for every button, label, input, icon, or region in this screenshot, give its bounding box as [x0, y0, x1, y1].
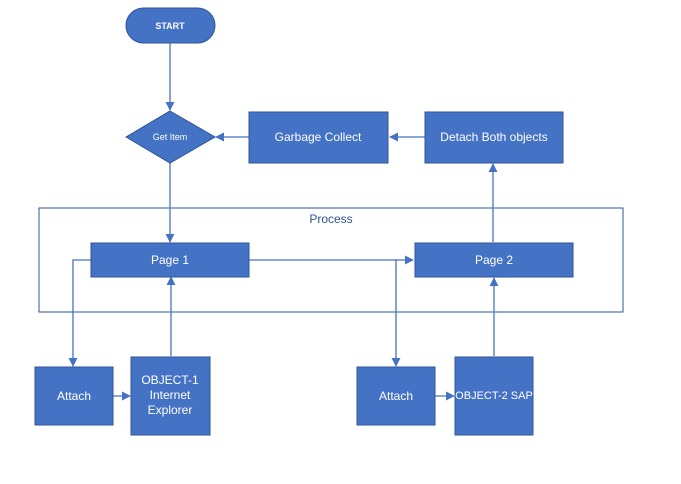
start-label: START [155, 21, 185, 31]
object1-label-line3: Explorer [148, 403, 193, 417]
attach2-box [356, 366, 436, 426]
page2-box [414, 242, 574, 278]
start-terminator [125, 7, 216, 44]
get-item-decision [125, 110, 216, 164]
attach2-label: Attach [379, 389, 413, 403]
object1-label-line1: OBJECT-1 [141, 373, 199, 387]
object2-label: OBJECT-2 SAP [455, 390, 533, 402]
connector-page1-to-attach2 [391, 259, 401, 367]
page1-box [90, 242, 250, 278]
garbage-collect-box [248, 111, 389, 164]
attach1-box [34, 366, 114, 426]
connector-page1-to-attach1 [68, 259, 91, 367]
garbage-collect-label: Garbage Collect [275, 130, 362, 144]
object1-box [130, 356, 211, 436]
get-item-label: Get Item [153, 132, 188, 142]
attach1-label: Attach [57, 389, 91, 403]
detach-label: Detach Both objects [440, 130, 547, 144]
object2-box [454, 356, 534, 436]
process-container [38, 207, 624, 313]
page1-label: Page 1 [151, 253, 189, 267]
process-label: Process [309, 212, 352, 226]
page2-label: Page 2 [475, 253, 513, 267]
detach-box [424, 111, 564, 164]
object1-label-line2: Internet [150, 388, 191, 402]
